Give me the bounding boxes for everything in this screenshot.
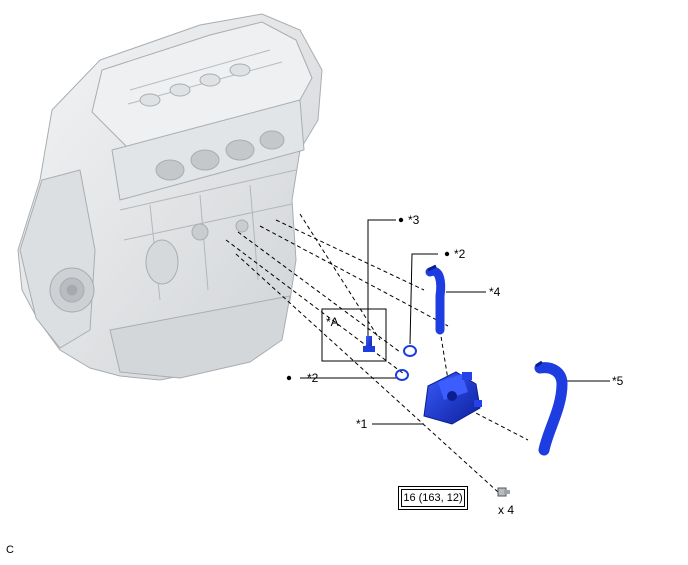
bolt-quantity: x 4	[498, 503, 515, 517]
callout-detail-a: *A	[326, 315, 339, 329]
leader-lines	[300, 219, 610, 425]
o-ring-lower-part	[395, 369, 409, 381]
oil-cooler-part	[423, 371, 482, 425]
torque-spec-value: 16 (163, 12)	[401, 489, 465, 507]
assembly-dashed-lines	[225, 213, 529, 493]
detail-box-a	[321, 308, 387, 362]
hose-upper-part	[425, 266, 446, 335]
o-ring-upper-part	[403, 345, 417, 357]
callout-ring-lower: *2	[307, 371, 319, 385]
corner-code: C	[6, 544, 14, 556]
hose-lower-part	[534, 362, 568, 456]
engine-illustration	[17, 13, 323, 381]
callout-cooler: *1	[356, 417, 368, 431]
torque-spec-box: 16 (163, 12)	[398, 486, 468, 510]
union-bolt-part	[363, 336, 375, 352]
bullet-dot	[444, 251, 450, 257]
bullet-dot	[398, 217, 404, 223]
callout-hose-upper: *4	[489, 285, 501, 299]
callout-hose-lower: *5	[612, 374, 624, 388]
callout-union: *3	[408, 213, 420, 227]
callout-ring-upper: *2	[454, 247, 466, 261]
bullet-dot	[286, 375, 292, 381]
mounting-bolt-part	[497, 487, 510, 497]
